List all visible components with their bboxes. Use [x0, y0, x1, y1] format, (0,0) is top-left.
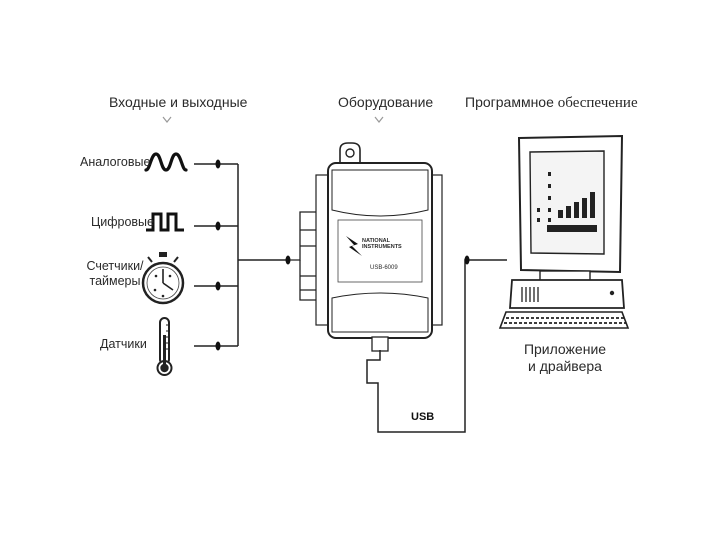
device-brand-line2: INSTRUMENTS	[362, 244, 402, 250]
signal-label-sensors: Датчики	[100, 337, 147, 351]
software-header-part2: обеспечение	[557, 95, 638, 111]
daq-device	[315, 142, 443, 352]
signal-label-counters-line1: Счетчики/	[86, 259, 144, 273]
io-header: Входные и выходные	[109, 94, 248, 110]
signal-label-counters: Счетчики/ таймеры	[85, 259, 145, 289]
screen-bar	[574, 202, 579, 218]
screen-progress-bar	[547, 225, 597, 232]
screen-bar	[590, 192, 595, 218]
signal-label-digital: Цифровые	[91, 215, 154, 229]
computer-caption: Приложение и драйвера	[515, 341, 615, 375]
computer-caption-line2: и драйвера	[528, 358, 602, 374]
thermometer-icon	[156, 317, 173, 376]
device-brand: NATIONAL INSTRUMENTS	[362, 238, 402, 250]
usb-label: USB	[411, 411, 435, 423]
hardware-header-arrow-icon	[374, 116, 384, 123]
usb-cable	[366, 259, 507, 433]
device-model: USB-6009	[370, 265, 398, 271]
screen-bar	[566, 206, 571, 218]
software-header: Программное обеспечение	[465, 94, 638, 112]
screen-bar	[558, 210, 563, 218]
junction-dot	[215, 341, 221, 351]
computer-caption-line1: Приложение	[523, 341, 607, 357]
stopwatch-icon	[141, 252, 185, 305]
signal-label-counters-line2: таймеры	[89, 274, 141, 288]
analog-wave-icon	[144, 152, 188, 172]
hardware-header: Оборудование	[338, 94, 434, 110]
io-header-arrow-icon	[162, 116, 172, 123]
screen-bar-graphic	[558, 192, 595, 218]
screen-indicator-dots	[537, 172, 551, 222]
digital-pulse-icon	[146, 212, 184, 232]
junction-dot	[215, 159, 221, 169]
software-header-part1: Программное	[465, 94, 554, 110]
junction-dot	[215, 281, 221, 291]
signal-label-analog: Аналоговые	[80, 155, 151, 169]
screen-bar	[582, 198, 587, 218]
junction-dot	[464, 255, 470, 265]
junction-dot	[285, 255, 291, 265]
signal-lines	[194, 163, 286, 347]
junction-dot	[215, 221, 221, 231]
device-brand-line1: NATIONAL	[362, 238, 391, 244]
